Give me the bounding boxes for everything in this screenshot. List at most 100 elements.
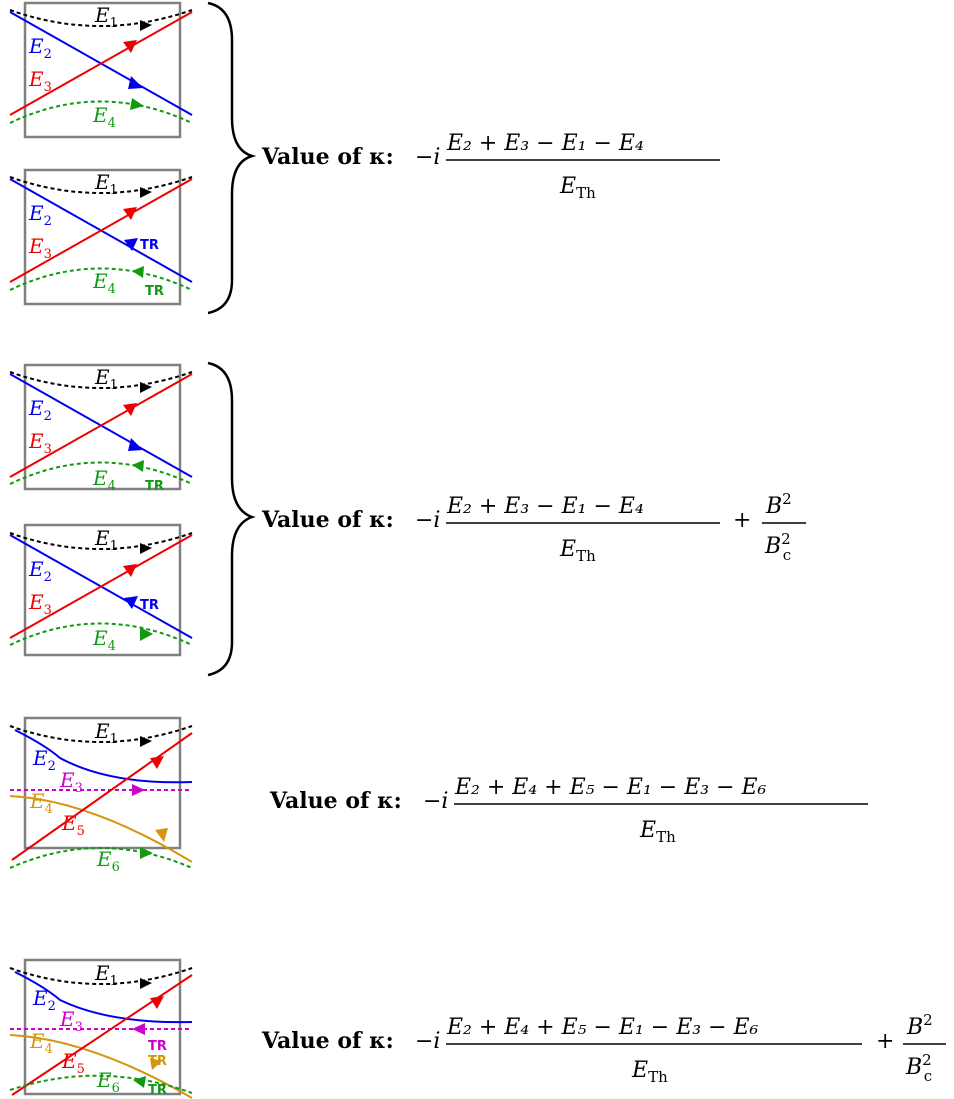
e1-arrow <box>140 187 152 198</box>
e5-line <box>11 732 193 861</box>
e3-arrow <box>132 784 145 796</box>
formula-plus: + <box>876 1029 894 1054</box>
e3-label: E3 <box>28 67 52 95</box>
diagram-3: TR E1 E2 E3 E4 <box>9 363 193 494</box>
e4-arrow <box>155 828 168 842</box>
e3-label: E3 <box>59 768 83 796</box>
tr-mark: TR <box>145 284 164 299</box>
e4-arrow-reversed <box>132 266 144 278</box>
formula-numerator: E₂ + E₃ − E₁ − E₄ <box>446 131 644 156</box>
e5-arrow <box>150 756 164 769</box>
e1-label: E1 <box>94 526 118 554</box>
diagram-box <box>23 1 182 139</box>
formula-denominator: ETh <box>639 818 676 846</box>
e3-label: E3 <box>28 429 52 457</box>
e4-label: E4 <box>29 1029 53 1057</box>
diagram-box <box>23 363 182 491</box>
e2-label: E2 <box>32 986 56 1014</box>
diagram-box <box>23 958 182 1096</box>
e2-arrow-reversed <box>124 238 138 251</box>
e3-label: E3 <box>28 234 52 262</box>
e1-line <box>9 967 193 985</box>
diagram-2: TR TR E1 E2 E3 E4 <box>9 168 193 306</box>
e4-line <box>9 461 193 485</box>
e1-arrow <box>140 736 152 747</box>
e2-line <box>14 729 193 784</box>
formula-denominator: ETh <box>559 537 596 565</box>
brace-2 <box>207 361 256 677</box>
e3-arrow <box>123 207 137 220</box>
diagram-box <box>23 168 182 306</box>
e4-line <box>9 1034 193 1099</box>
e6-line <box>9 847 193 869</box>
e6-label: E6 <box>96 1068 120 1096</box>
tr-mark: TR <box>148 1054 167 1069</box>
e4-arrow-reversed <box>132 460 144 472</box>
formula-prefix: Value of κ: <box>269 788 402 814</box>
e3-label: E3 <box>59 1007 83 1035</box>
e1-arrow <box>140 543 152 554</box>
e3-line <box>9 534 193 639</box>
e1-arrow <box>140 978 152 989</box>
e3-arrow <box>123 564 137 577</box>
e1-line <box>9 176 193 194</box>
e4-label: E4 <box>92 269 116 297</box>
e1-label: E1 <box>94 3 118 31</box>
formula-prefix: Value of κ: <box>261 144 394 170</box>
e2-label: E2 <box>28 557 52 585</box>
e4-line <box>9 622 193 646</box>
tr-mark: TR <box>140 238 159 253</box>
tr-mark: TR <box>148 1083 167 1098</box>
e3-arrow <box>123 40 137 53</box>
e4-label: E4 <box>92 103 116 131</box>
e2-label: E2 <box>28 396 52 424</box>
extra-numerator: B2 <box>906 1011 933 1040</box>
e4-arrow-reversed <box>150 1058 162 1070</box>
e3-label: E3 <box>28 590 52 618</box>
e6-arrow-reversed <box>133 1076 146 1088</box>
e4-line <box>9 100 193 124</box>
e5-line <box>11 974 193 1096</box>
e4-arrow <box>130 98 144 110</box>
formula-2: Value of κ: −i E₂ + E₃ − E₁ − E₄ ETh + B… <box>261 490 806 565</box>
e1-arrow <box>140 382 152 393</box>
e1-label: E1 <box>94 170 118 198</box>
formula-denominator: ETh <box>559 174 596 202</box>
diagram-box <box>23 523 182 657</box>
e4-arrow <box>140 627 153 641</box>
e1-label: E1 <box>94 719 118 747</box>
e2-label: E2 <box>28 201 52 229</box>
e5-label: E5 <box>61 811 85 839</box>
e1-label: E1 <box>94 961 118 989</box>
formula-1: Value of κ: −i E₂ + E₃ − E₁ − E₄ ETh <box>261 131 720 202</box>
e2-arrow <box>128 76 143 89</box>
diagram-5: E1 E2 E3 E4 E5 E6 <box>9 716 193 875</box>
formula-numerator: E₂ + E₄ + E₅ − E₁ − E₃ − E₆ <box>454 775 767 800</box>
e4-line <box>9 267 193 291</box>
e1-line <box>9 9 193 27</box>
formula-minus-i: −i <box>415 508 440 533</box>
formula-4: Value of κ: −i E₂ + E₄ + E₅ − E₁ − E₃ − … <box>261 1011 946 1086</box>
formula-numerator: E₂ + E₃ − E₁ − E₄ <box>446 494 644 519</box>
brace-1 <box>207 1 257 315</box>
e1-line <box>9 532 193 550</box>
formula-numerator: E₂ + E₄ + E₅ − E₁ − E₃ − E₆ <box>446 1015 759 1040</box>
e2-line <box>14 971 193 1024</box>
formula-minus-i: −i <box>415 145 440 170</box>
formula-prefix: Value of κ: <box>261 507 394 533</box>
e2-label: E2 <box>28 34 52 62</box>
e2-arrow <box>128 438 143 451</box>
e3-arrow-reversed <box>132 1023 145 1035</box>
diagram-6: TR TR TR E1 E2 E3 E4 E5 E6 <box>9 958 193 1099</box>
e6-arrow <box>140 847 153 859</box>
e1-label: E1 <box>94 365 118 393</box>
formula-plus: + <box>733 508 751 533</box>
e3-line <box>9 373 193 478</box>
formula-3: Value of κ: −i E₂ + E₄ + E₅ − E₁ − E₃ − … <box>269 775 868 846</box>
e4-line <box>9 795 193 863</box>
e1-line <box>9 725 193 743</box>
diagram-1: E1 E2 E3 E4 <box>9 1 193 139</box>
